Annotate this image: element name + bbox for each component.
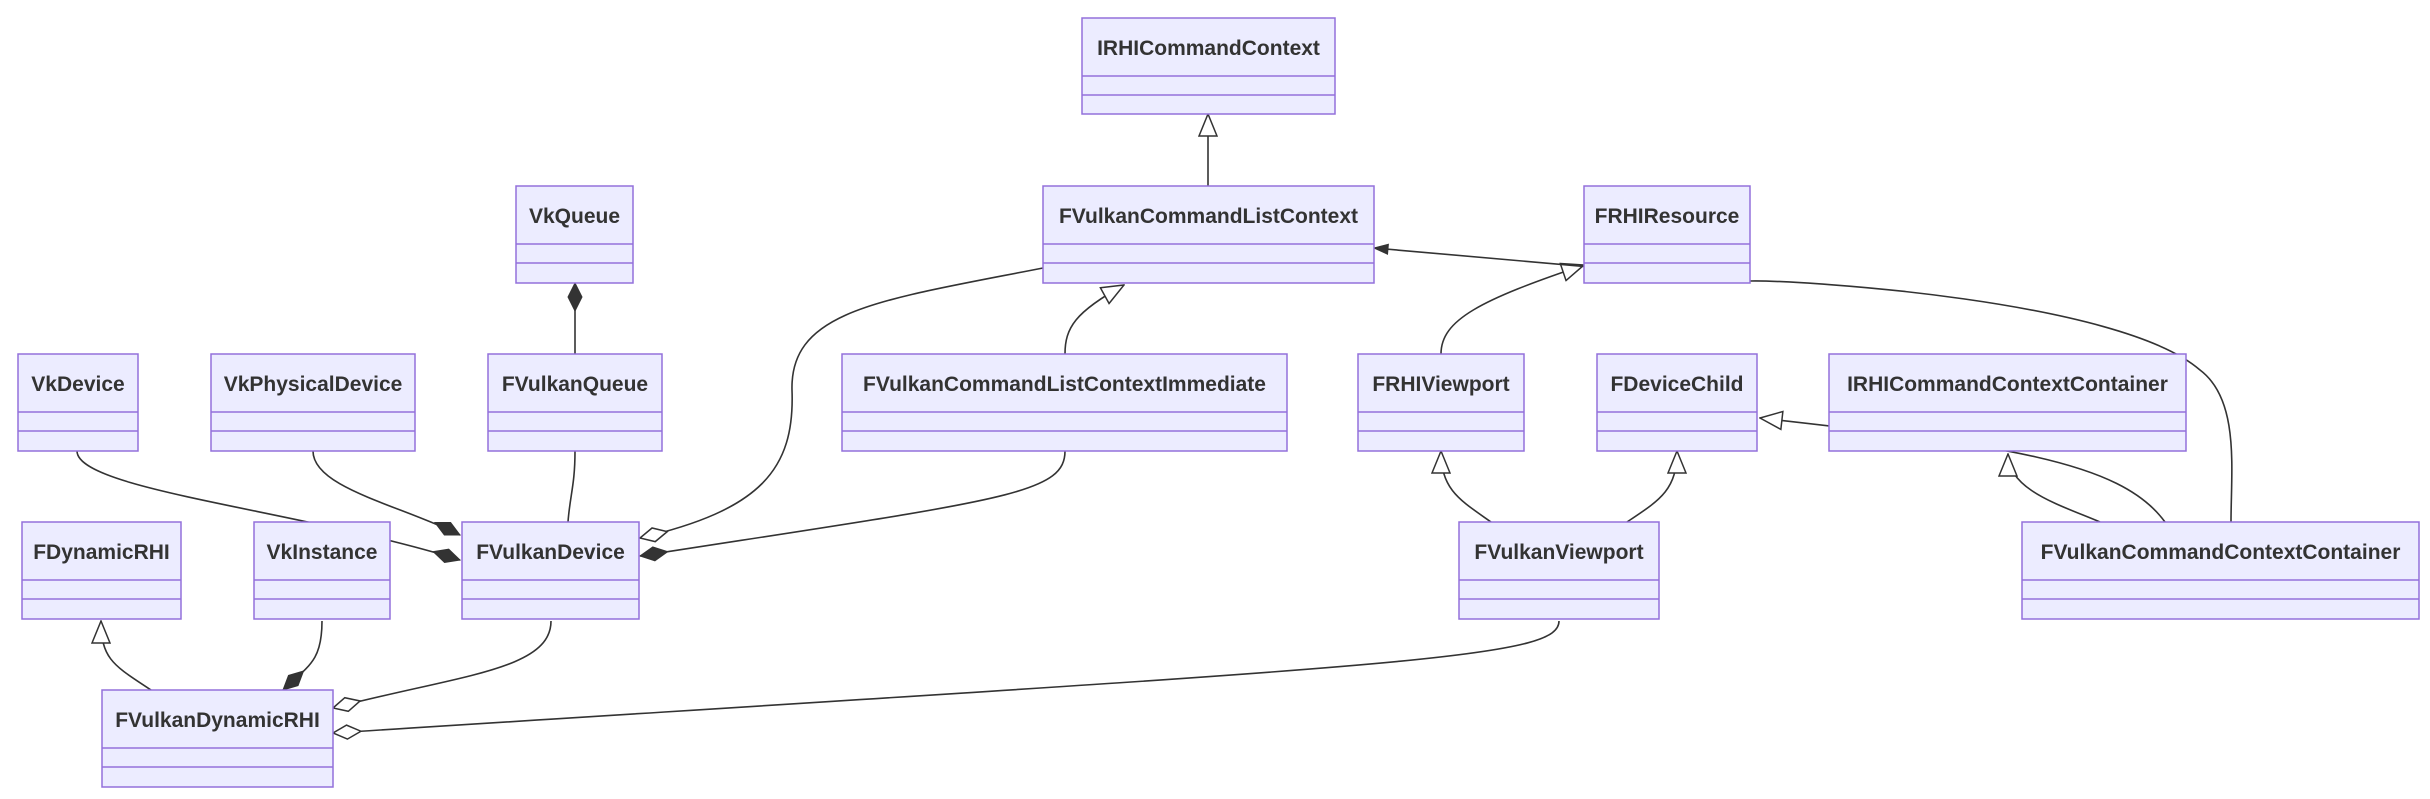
class-box: [17, 353, 139, 452]
edge-fvulkandevice-to-vkphysicaldevice: [312, 450, 460, 536]
class-name: FVulkanDynamicRHI: [115, 709, 320, 732]
class-name: VkDevice: [31, 373, 124, 396]
class-box: [487, 353, 663, 452]
class-name: FVulkanCommandListContext: [1059, 205, 1358, 228]
class-fvulkan-device: FVulkanDevice: [461, 521, 640, 620]
class-name: FRHIViewport: [1372, 373, 1509, 396]
edge-fvulkandynamicrhi-to-fdynamicrhi: [101, 621, 152, 691]
class-boxes: IRHICommandContextFVulkanCommandListCont…: [17, 17, 2420, 788]
relations: [76, 114, 2233, 733]
edge-fvulkandynamicrhi-to-vkinstance: [283, 620, 323, 690]
class-fdynamic-rhi: FDynamicRHI: [21, 521, 182, 620]
class-name: FVulkanDevice: [476, 541, 625, 564]
class-box: [841, 353, 1288, 452]
edge-fvulkanviewport-to-fdevicechild: [1626, 451, 1677, 523]
class-fvulkan-command-list-context: FVulkanCommandListContext: [1042, 185, 1375, 284]
class-vk-instance: VkInstance: [253, 521, 391, 620]
edge-fvulkandevice-to-vkdevice: [76, 450, 460, 560]
edge-frhiviewport-to-frhiresource: [1440, 265, 1584, 355]
class-name: FVulkanQueue: [502, 373, 648, 396]
class-box: [1458, 521, 1660, 620]
class-frhiresource: FRHIResource: [1583, 185, 1751, 284]
class-box: [1081, 17, 1336, 115]
class-box: [253, 521, 391, 620]
class-name: IRHICommandContextContainer: [1847, 373, 2168, 396]
class-box: [461, 521, 640, 620]
class-fvulkan-dynamic-rhi: FVulkanDynamicRHI: [101, 689, 334, 788]
class-box: [515, 185, 634, 284]
class-name: VkPhysicalDevice: [224, 373, 403, 396]
class-name: IRHICommandContext: [1097, 37, 1320, 60]
class-name: FVulkanCommandListContextImmediate: [863, 373, 1266, 396]
edge-fvulkandevice-to-immediate: [640, 450, 1066, 556]
class-name: VkInstance: [267, 541, 378, 564]
edge-fvulkandevice-to-fvulkanqueue: [568, 451, 575, 523]
class-name: FVulkanViewport: [1474, 541, 1643, 564]
class-fdevice-child: FDeviceChild: [1596, 353, 1758, 452]
class-box: [101, 689, 334, 788]
edge-fvulkancommandcontextcontainer-to-irhicommandcontextcontainer: [2008, 454, 2101, 523]
edge-fvulkancommandcontextcontainer-to-fvulkancommandlistcontext: [1374, 248, 2233, 523]
class-box: [1596, 353, 1758, 452]
class-box: [1042, 185, 1375, 284]
class-name: FVulkanCommandContextContainer: [2041, 541, 2401, 564]
class-vk-physical-device: VkPhysicalDevice: [210, 353, 416, 452]
class-name: VkQueue: [529, 205, 620, 228]
class-irhicommand-context: IRHICommandContext: [1081, 17, 1336, 115]
class-irhicommand-context-container: IRHICommandContextContainer: [1828, 353, 2187, 452]
edge-fvulkanviewport-to-frhiviewport: [1441, 451, 1492, 523]
class-box: [21, 521, 182, 620]
class-fvulkan-viewport: FVulkanViewport: [1458, 521, 1660, 620]
class-frhiviewport: FRHIViewport: [1357, 353, 1525, 452]
edge-fvulkandevice-to-fvulkancommandlistcontext: [640, 267, 1044, 538]
class-name: FDeviceChild: [1610, 373, 1743, 396]
class-fvulkan-command-list-context-immediate: FVulkanCommandListContextImmediate: [841, 353, 1288, 452]
class-fvulkan-queue: FVulkanQueue: [487, 353, 663, 452]
class-vk-device: VkDevice: [17, 353, 139, 452]
class-box: [210, 353, 416, 452]
class-box: [1828, 353, 2187, 452]
edge-fvulkandynamicrhi-to-fvulkanviewport: [333, 620, 1560, 733]
class-box: [2021, 521, 2420, 620]
class-vk-queue: VkQueue: [515, 185, 634, 284]
edge-immediate-to-fvulkancommandlistcontext: [1064, 285, 1124, 355]
class-name: FRHIResource: [1595, 205, 1740, 228]
edge-fvulkandynamicrhi-to-fvulkandevice: [333, 620, 552, 708]
class-box: [1357, 353, 1525, 452]
class-fvulkan-command-context-container: FVulkanCommandContextContainer: [2021, 521, 2420, 620]
class-name: FDynamicRHI: [33, 541, 170, 564]
class-box: [1583, 185, 1751, 284]
